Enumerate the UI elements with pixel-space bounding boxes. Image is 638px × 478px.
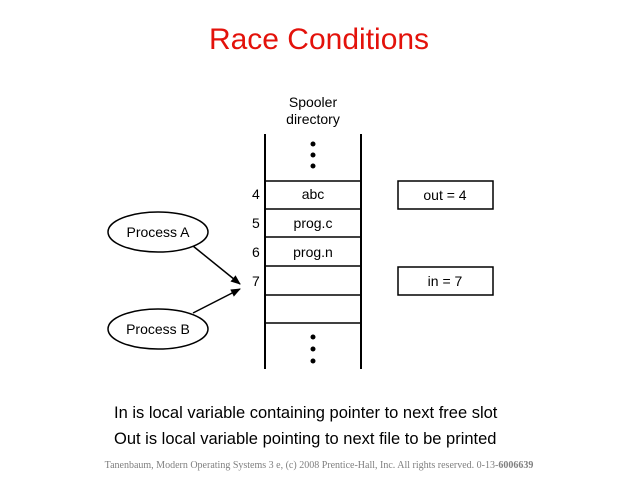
out-variable-box (397, 180, 494, 210)
in-variable-label: in = 7 (428, 273, 463, 289)
process-a-label: Process A (126, 224, 190, 240)
ellipsis-dot (310, 141, 316, 147)
process-b-ellipse (107, 308, 209, 350)
process-b-label: Process B (126, 321, 190, 337)
slot-content-prog-n: prog.n (293, 244, 333, 260)
slot-index-5: 5 (252, 215, 260, 231)
in-variable-box (397, 266, 494, 296)
slot-index-7: 7 (252, 273, 260, 289)
directory-label-line1: Spooler (289, 94, 338, 110)
slot-content-abc: abc (302, 186, 325, 202)
ellipsis-dot (310, 358, 316, 364)
ellipsis-dot (310, 163, 316, 169)
slot-index-6: 6 (252, 244, 260, 260)
out-variable-label: out = 4 (423, 187, 466, 203)
caption-out-variable: Out is local variable pointing to next f… (114, 430, 497, 448)
ellipsis-dot (310, 346, 316, 352)
slide-title: Race Conditions (208, 23, 430, 56)
directory-label-line2: directory (286, 111, 340, 127)
process-b-arrow (192, 288, 241, 314)
footer-text: Tanenbaum, Modern Operating Systems 3 e,… (104, 460, 499, 471)
slot-index-4: 4 (252, 186, 260, 202)
ellipsis-dot (310, 334, 316, 340)
copyright-footer: Tanenbaum, Modern Operating Systems 3 e,… (0, 460, 638, 471)
caption-in-variable: In is local variable containing pointer … (114, 404, 498, 422)
footer-isbn: 6006639 (498, 460, 534, 471)
process-a-ellipse (107, 211, 209, 253)
slot-content-prog-c: prog.c (294, 215, 333, 231)
ellipsis-dot (310, 152, 316, 158)
process-a-arrow (192, 245, 241, 285)
